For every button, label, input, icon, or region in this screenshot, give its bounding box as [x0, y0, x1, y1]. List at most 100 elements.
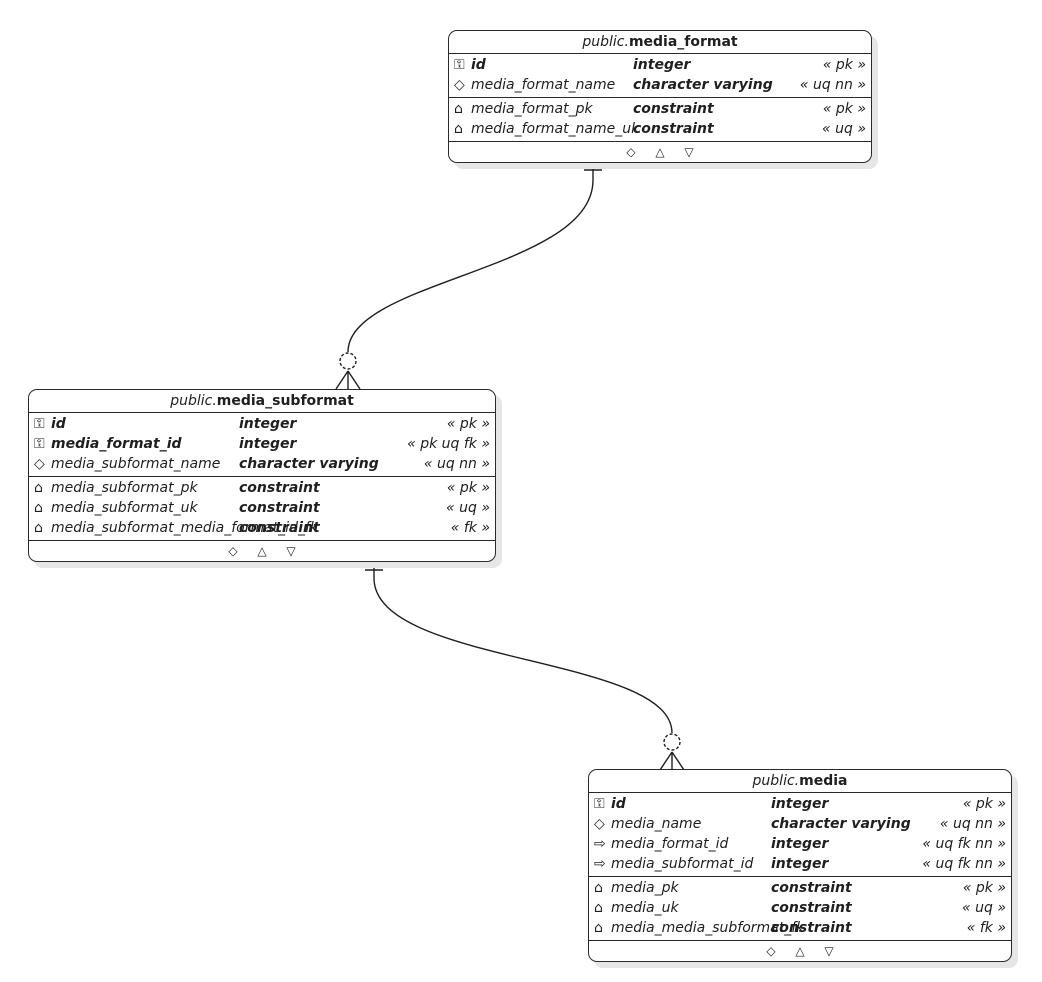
fk-arrow-icon: ⇨ [594, 836, 606, 852]
constraint-name: media_pk [611, 880, 679, 896]
crowfoot-marker [335, 370, 349, 390]
table-name: media_subformat [216, 393, 354, 409]
constraint-flags: « uq » [446, 500, 490, 516]
column-name: media_format_name [471, 77, 616, 93]
key-icon: ⚿ [34, 436, 45, 452]
key-icon: ⚿ [454, 57, 465, 73]
table-footer-toggles[interactable]: ◇ △ ▽ [626, 145, 702, 159]
column-flags: « uq fk nn » [922, 856, 1006, 872]
column-type: integer [771, 836, 829, 852]
constraint-row[interactable]: ⌂ media_subformat_uk constraint « uq » [29, 498, 495, 518]
constraint-icon: ⌂ [594, 880, 603, 896]
constraint-type: constraint [633, 101, 714, 117]
constraint-type: constraint [239, 480, 320, 496]
constraint-row[interactable]: ⌂ media_subformat_pk constraint « pk » [29, 478, 495, 498]
column-name: media_format_id [611, 836, 729, 852]
column-type: integer [239, 436, 297, 452]
constraint-icon: ⌂ [454, 101, 463, 117]
constraint-name: media_subformat_media_format_id_fk [51, 520, 318, 536]
constraint-flags: « pk » [822, 101, 866, 117]
table-footer-toggles[interactable]: ◇ △ ▽ [766, 944, 842, 958]
column-name: id [51, 416, 66, 432]
constraint-icon: ⌂ [454, 121, 463, 137]
table-header: public.media_subformat [29, 390, 495, 413]
crowfoot-marker [347, 370, 361, 390]
column-row[interactable]: ⇨ media_format_id integer « uq fk nn » [589, 834, 1011, 854]
zero-marker [339, 352, 357, 370]
constraint-row[interactable]: ⌂ media_format_pk constraint « pk » [449, 99, 871, 119]
column-flags: « uq fk nn » [922, 836, 1006, 852]
constraints-section: ⌂ media_format_pk constraint « pk » ⌂ media_f… [449, 98, 871, 142]
constraint-name: media_subformat_uk [51, 500, 198, 516]
diamond-icon: ◇ [454, 77, 465, 93]
schema-name: public. [170, 393, 217, 409]
fk-arrow-icon: ⇨ [594, 856, 606, 872]
column-flags: « pk » [446, 416, 490, 432]
column-name: media_format_id [51, 436, 182, 452]
constraint-flags: « pk » [962, 880, 1006, 896]
column-name: id [611, 796, 626, 812]
column-row[interactable]: ◇ media_name character varying « uq nn » [589, 814, 1011, 834]
table-header: public.media [589, 770, 1011, 793]
crowfoot-marker [671, 751, 685, 771]
constraint-flags: « uq » [962, 900, 1006, 916]
constraint-type: constraint [771, 900, 852, 916]
table-media-format[interactable]: public.media_format ⚿ id integer « pk » ◇ medi… [448, 30, 872, 163]
column-type: integer [771, 856, 829, 872]
constraint-type: constraint [771, 920, 852, 936]
constraint-name: media_format_pk [471, 101, 593, 117]
constraint-icon: ⌂ [594, 920, 603, 936]
constraint-row[interactable]: ⌂ media_pk constraint « pk » [589, 878, 1011, 898]
relationship-subformat-media [365, 556, 685, 771]
column-type: character varying [771, 816, 911, 832]
column-name: media_name [611, 816, 702, 832]
column-name: media_subformat_id [611, 856, 754, 872]
relationship-media-format-subformat [335, 156, 602, 390]
table-media-subformat[interactable]: public.media_subformat ⚿ id integer « pk » ⚿ m… [28, 389, 496, 562]
relationship-line [373, 556, 673, 734]
schema-name: public. [752, 773, 800, 789]
table-header: public.media_format [449, 31, 871, 54]
column-row[interactable]: ⇨ media_subformat_id integer « uq fk nn » [589, 854, 1011, 874]
column-name: id [471, 57, 486, 73]
column-flags: « pk » [962, 796, 1006, 812]
crowfoot-marker [659, 751, 673, 771]
diamond-icon: ◇ [594, 816, 605, 832]
table-footer-toggles[interactable]: ◇ △ ▽ [228, 544, 304, 558]
constraint-name: media_media_subformat_fk [611, 920, 805, 936]
column-flags: « uq nn » [423, 456, 490, 472]
key-icon: ⚿ [34, 416, 45, 432]
constraint-flags: « uq » [822, 121, 866, 137]
constraint-name: media_format_name_uk [471, 121, 640, 137]
constraint-flags: « pk » [446, 480, 490, 496]
column-type: character varying [239, 456, 379, 472]
constraint-flags: « fk » [966, 920, 1006, 936]
schema-name: public. [582, 34, 629, 50]
table-name: media_format [628, 34, 738, 50]
column-type: integer [633, 57, 691, 73]
column-flags: « uq nn » [939, 816, 1006, 832]
constraint-name: media_uk [611, 900, 679, 916]
constraint-name: media_subformat_pk [51, 480, 198, 496]
constraint-type: constraint [633, 121, 714, 137]
constraint-icon: ⌂ [34, 500, 43, 516]
constraint-type: constraint [239, 520, 320, 536]
constraint-type: constraint [239, 500, 320, 516]
constraint-icon: ⌂ [34, 480, 43, 496]
constraint-type: constraint [771, 880, 852, 896]
